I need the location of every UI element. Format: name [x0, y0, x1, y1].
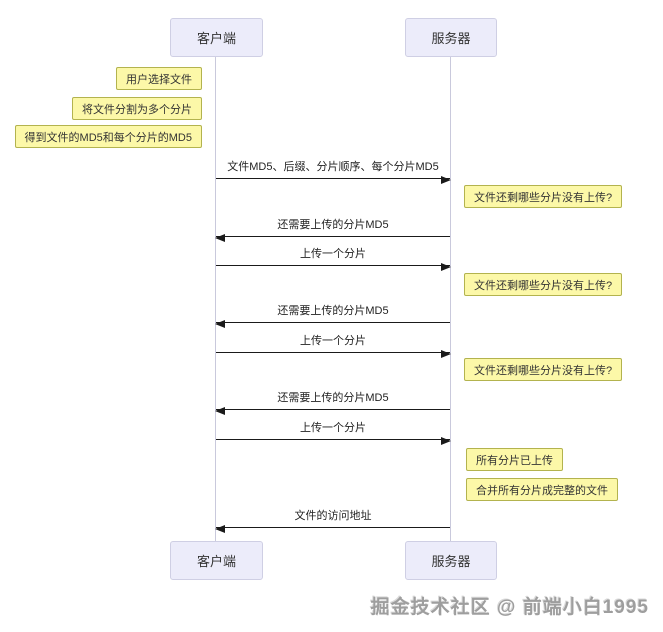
note-label: 文件还剩哪些分片没有上传? [474, 364, 613, 377]
note-which-chunks-missing-1: 文件还剩哪些分片没有上传? [464, 185, 623, 208]
actor-server-top-label: 服务器 [431, 31, 471, 46]
message-label: 上传一个分片 [300, 335, 366, 347]
message-chunks-needed-3: 还需要上传的分片MD5 [215, 391, 450, 415]
actor-client-top-label: 客户端 [196, 31, 236, 46]
arrowhead-right-icon [441, 350, 451, 358]
note-label: 文件还剩哪些分片没有上传? [474, 279, 613, 292]
message-send-md5-info: 文件MD5、后缀、分片顺序、每个分片MD5 [216, 160, 451, 184]
arrow-line [216, 178, 450, 179]
arrow-line [216, 527, 450, 528]
message-label: 上传一个分片 [300, 422, 366, 434]
arrowhead-right-icon [441, 437, 451, 445]
message-file-access-url: 文件的访问地址 [215, 509, 450, 533]
note-label: 得到文件的MD5和每个分片的MD5 [24, 131, 192, 144]
note-label: 将文件分割为多个分片 [82, 103, 192, 116]
actor-client-bottom-label: 客户端 [196, 554, 236, 569]
note-split-file: 将文件分割为多个分片 [72, 97, 202, 120]
arrowhead-right-icon [441, 263, 451, 271]
message-chunks-needed-2: 还需要上传的分片MD5 [215, 304, 450, 328]
watermark-text: 掘金技术社区 @ 前端小白1995 [370, 597, 649, 618]
arrow-line [216, 352, 450, 353]
arrowhead-left-icon [215, 525, 225, 533]
message-upload-chunk-2: 上传一个分片 [216, 334, 451, 358]
note-label: 文件还剩哪些分片没有上传? [474, 191, 613, 204]
note-all-chunks-uploaded: 所有分片已上传 [466, 448, 563, 471]
actor-server-bottom: 服务器 [405, 541, 497, 580]
message-upload-chunk-1: 上传一个分片 [216, 247, 451, 271]
actor-client-bottom: 客户端 [170, 541, 263, 580]
arrowhead-left-icon [215, 234, 225, 242]
actor-server-bottom-label: 服务器 [431, 554, 471, 569]
note-which-chunks-missing-2: 文件还剩哪些分片没有上传? [464, 273, 623, 296]
arrow-line [216, 236, 450, 237]
message-chunks-needed-1: 还需要上传的分片MD5 [215, 218, 450, 242]
server-lifeline [450, 57, 451, 541]
note-user-select-file: 用户选择文件 [116, 67, 202, 90]
message-label: 文件MD5、后缀、分片顺序、每个分片MD5 [227, 161, 439, 173]
arrow-line [216, 409, 450, 410]
note-label: 用户选择文件 [126, 73, 192, 86]
actor-client-top: 客户端 [170, 18, 263, 57]
message-label: 还需要上传的分片MD5 [277, 219, 389, 231]
note-which-chunks-missing-3: 文件还剩哪些分片没有上传? [464, 358, 623, 381]
message-label: 还需要上传的分片MD5 [277, 392, 389, 404]
arrowhead-left-icon [215, 320, 225, 328]
note-get-md5: 得到文件的MD5和每个分片的MD5 [14, 125, 202, 148]
note-label: 所有分片已上传 [476, 454, 553, 467]
actor-server-top: 服务器 [405, 18, 497, 57]
client-lifeline [215, 57, 216, 541]
note-merge-chunks: 合并所有分片成完整的文件 [466, 478, 618, 501]
arrow-line [216, 265, 450, 266]
message-label: 文件的访问地址 [294, 510, 372, 522]
arrow-line [216, 322, 450, 323]
message-upload-chunk-3: 上传一个分片 [216, 421, 451, 445]
arrow-line [216, 439, 450, 440]
note-label: 合并所有分片成完整的文件 [476, 484, 608, 497]
arrowhead-left-icon [215, 407, 225, 415]
message-label: 上传一个分片 [300, 248, 366, 260]
message-label: 还需要上传的分片MD5 [277, 305, 389, 317]
arrowhead-right-icon [441, 176, 451, 184]
